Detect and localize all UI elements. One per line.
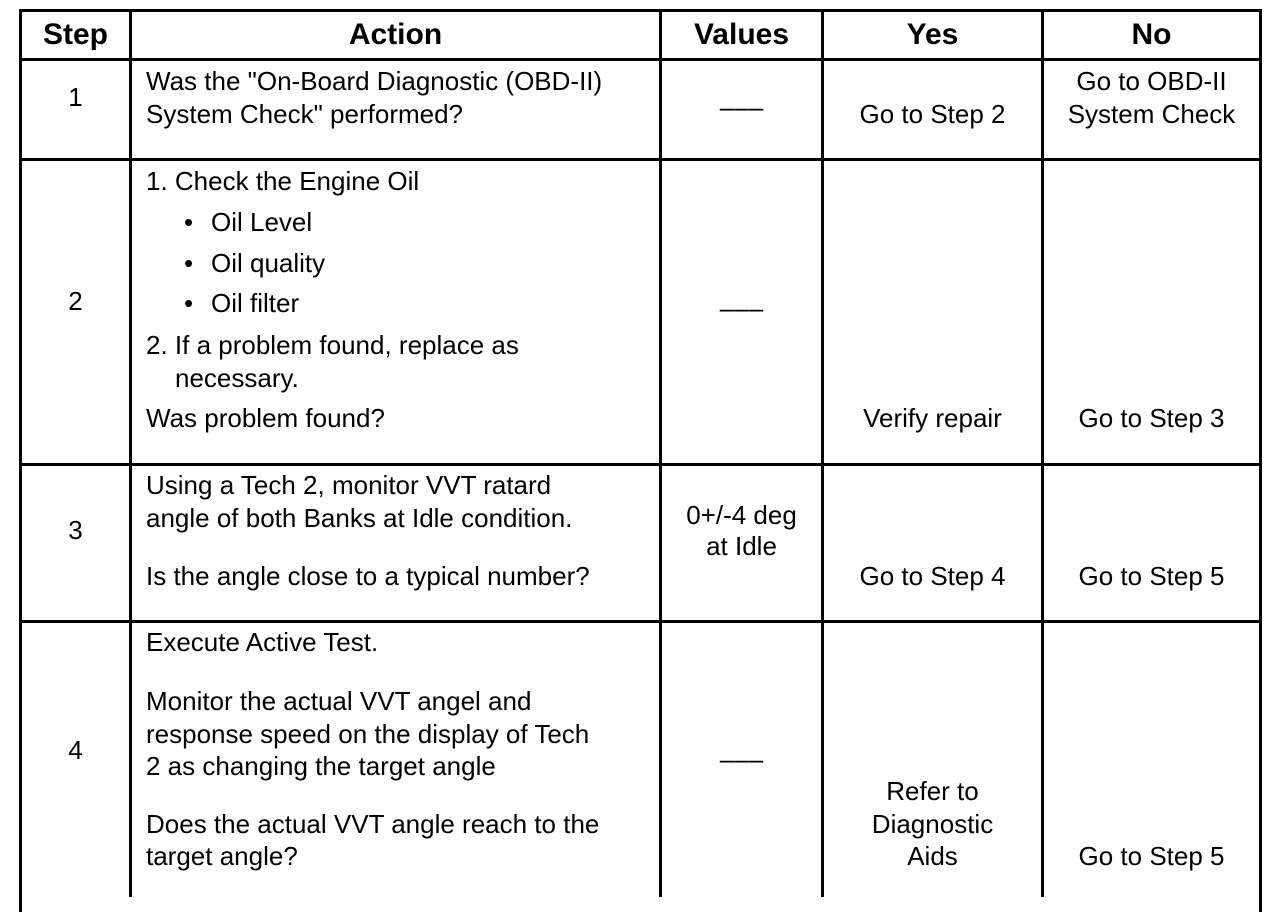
row-3-action-line-1: Using a Tech 2, monitor VVT ratard bbox=[146, 470, 552, 500]
row-1-action-line-2: System Check" performed? bbox=[146, 99, 464, 129]
row-2-question: Was problem found? bbox=[146, 403, 385, 433]
row-2-bullet-2: Oil quality bbox=[211, 248, 326, 278]
row-3-action-line-2: angle of both Banks at Idle condition. bbox=[146, 503, 573, 533]
row-4-yes-line-2: Diagnostic bbox=[871, 809, 994, 839]
header-no: No bbox=[1131, 18, 1172, 51]
row-1-no-line-1: Go to OBD-II bbox=[1076, 66, 1227, 96]
row-2-bullet-3: Oil filter bbox=[211, 288, 300, 318]
row-4-question-line-2: target angle? bbox=[146, 841, 298, 871]
row-4-action-para-2-line-2: response speed on the display of Tech bbox=[146, 719, 590, 749]
row-2-action-item-2-line-1: 2. If a problem found, replace as bbox=[146, 330, 519, 360]
row-4-action-para-1: Execute Active Test. bbox=[146, 627, 379, 657]
row-4-yes-line-1: Refer to bbox=[886, 776, 979, 806]
row-4-question-line-1: Does the actual VVT angle reach to the bbox=[146, 809, 600, 839]
row-3-bottom-border bbox=[19, 620, 1262, 623]
row-2-action-item-2-line-2: necessary. bbox=[175, 363, 299, 393]
row-1-no-line-2: System Check bbox=[1067, 99, 1236, 129]
header-values: Values bbox=[693, 18, 790, 51]
row-3-values-line-2: at Idle bbox=[706, 531, 777, 561]
row-2-values: ––– bbox=[719, 293, 764, 323]
row-2-step: 2 bbox=[68, 286, 83, 316]
diagnostic-table: Step Action Values Yes No 1 Was the "On-… bbox=[19, 9, 1262, 912]
row-1-values: ––– bbox=[719, 92, 764, 122]
row-4-values: ––– bbox=[719, 744, 764, 774]
row-2-no: Go to Step 3 bbox=[1078, 403, 1225, 433]
row-3-no: Go to Step 5 bbox=[1078, 561, 1225, 591]
row-4-action-para-2-line-1: Monitor the actual VVT angel and bbox=[146, 686, 532, 716]
bullet-icon: • bbox=[184, 288, 194, 318]
header-action: Action bbox=[348, 18, 443, 51]
header-yes: Yes bbox=[906, 18, 959, 51]
col-divider-values-yes bbox=[821, 9, 824, 897]
table-top-border bbox=[19, 9, 1262, 12]
col-divider-yes-no bbox=[1041, 9, 1044, 897]
bullet-icon: • bbox=[184, 248, 194, 278]
row-2-yes: Verify repair bbox=[863, 403, 1002, 433]
row-4-action-para-2-line-3: 2 as changing the target angle bbox=[146, 751, 496, 781]
row-4-yes-line-3: Aids bbox=[907, 841, 958, 871]
table-left-border bbox=[19, 9, 22, 912]
col-divider-action-values bbox=[659, 9, 662, 897]
header-bottom-border bbox=[19, 58, 1262, 61]
col-divider-step-action bbox=[129, 9, 132, 897]
row-1-action-line-1: Was the "On-Board Diagnostic (OBD-II) bbox=[146, 66, 603, 96]
row-1-bottom-border bbox=[19, 158, 1262, 161]
row-4-no: Go to Step 5 bbox=[1078, 841, 1225, 871]
table-right-border bbox=[1259, 9, 1262, 912]
row-1-step: 1 bbox=[68, 82, 83, 112]
row-2-action-item-1: 1. Check the Engine Oil bbox=[146, 166, 420, 196]
row-3-step: 3 bbox=[68, 515, 83, 545]
row-3-question: Is the angle close to a typical number? bbox=[146, 561, 590, 591]
row-1-yes: Go to Step 2 bbox=[859, 99, 1006, 129]
row-3-yes: Go to Step 4 bbox=[859, 561, 1006, 591]
row-2-bottom-border bbox=[19, 463, 1262, 466]
row-2-bullet-1: Oil Level bbox=[211, 207, 313, 237]
row-3-values-line-1: 0+/-4 deg bbox=[686, 500, 797, 530]
row-4-step: 4 bbox=[68, 735, 83, 765]
bullet-icon: • bbox=[184, 207, 194, 237]
header-step: Step bbox=[42, 18, 108, 51]
